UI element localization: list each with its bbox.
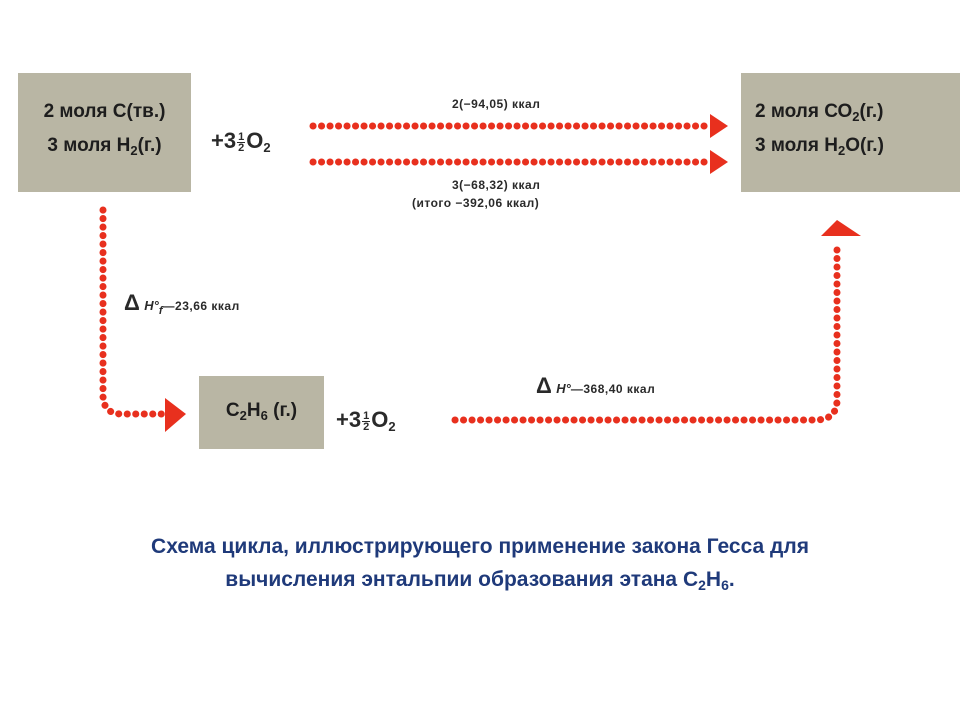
caption-line-1: Схема цикла, иллюстрирующего применение …: [151, 535, 809, 558]
enthalpy-symbol: H°: [144, 298, 159, 313]
oxygen-symbol: О: [246, 128, 264, 153]
oxygen-subscript: 2: [388, 419, 396, 434]
product-co2-subscript: 2: [852, 109, 860, 124]
ethane-state: (г.): [267, 400, 298, 421]
caption-hydrogen-subscript: 6: [721, 577, 729, 593]
label-combustion-enthalpy: Δ H°—368,40 ккал: [536, 373, 655, 399]
enthalpy-symbol: H°: [556, 381, 571, 396]
caption-period: .: [728, 568, 735, 591]
ethane-carbon-subscript: 2: [239, 408, 247, 423]
product-co2-state: (г.): [859, 101, 884, 122]
reactant-carbon-text: 2 моля С(тв.): [43, 101, 166, 122]
formation-value: —23,66 ккал: [162, 299, 240, 313]
ethane-formula: С2Н6 (г.): [199, 400, 324, 423]
label-h2o-enthalpy: 3(−68,32) ккал: [452, 178, 541, 192]
ethane-box: С2Н6 (г.): [199, 376, 324, 449]
delta-symbol: Δ: [124, 290, 140, 315]
fraction-denominator: 2: [238, 141, 245, 154]
oxygen-subscript: 2: [263, 140, 271, 155]
formation-subscript: f: [158, 305, 163, 317]
oxygen-prefix: +3: [211, 128, 237, 153]
product-co2-text: 2 моля СО: [755, 101, 853, 122]
caption-text: вычисления энтальпии образования этана С: [225, 568, 699, 591]
fraction-denominator: 2: [363, 420, 370, 433]
product-box: 2 моля СО2(г.) 3 моля Н2О(г.): [741, 73, 960, 192]
arrowhead-to-products: [821, 220, 861, 236]
arrowhead-bottom: [710, 150, 728, 174]
arrowhead-to-ethane: [165, 398, 186, 432]
reactant-line-carbon: 2 моля С(тв.): [18, 101, 191, 123]
reactant-hydrogen-text: 3 моля Н: [47, 135, 131, 156]
reactant-hydrogen-subscript: 2: [130, 143, 138, 158]
caption-carbon-subscript: 2: [698, 577, 706, 593]
oxygen-symbol: О: [371, 407, 389, 432]
label-formation-enthalpy: Δ H°f—23,66 ккал: [124, 290, 240, 317]
product-line-h2o: 3 моля Н2О(г.): [755, 135, 960, 158]
arrow-right-dotted-path: [451, 241, 841, 424]
reactant-line-hydrogen: 3 моля Н2(г.): [18, 135, 191, 158]
delta-symbol: Δ: [536, 373, 552, 398]
ethane-carbon: С: [225, 400, 240, 421]
product-h2o-text: 3 моля Н: [755, 135, 838, 156]
product-h2o-state: О(г.): [845, 135, 884, 156]
reactant-hydrogen-state: (г.): [137, 135, 162, 156]
arrow-left-dotted-path: [99, 206, 169, 418]
ethane-hydrogen-subscript: 6: [260, 408, 268, 423]
label-co2-enthalpy: 2(−94,05) ккал: [452, 97, 541, 111]
arrowhead-top: [710, 114, 728, 138]
caption-hydrogen: Н: [705, 568, 722, 591]
combustion-value: —368,40 ккал: [570, 382, 656, 396]
fraction-numerator: 1: [237, 130, 246, 143]
product-h2o-subscript: 2: [837, 143, 846, 158]
fraction-numerator: 1: [362, 409, 371, 422]
caption-line-2: вычисления энтальпии образования этана С…: [0, 563, 960, 602]
reactant-box: 2 моля С(тв.) 3 моля Н2(г.): [18, 73, 191, 192]
ethane-hydrogen: Н: [246, 400, 261, 421]
caption: Схема цикла, иллюстрирующего применение …: [0, 530, 960, 602]
oxygen-prefix: +3: [336, 407, 362, 432]
label-total-enthalpy: (итого −392,06 ккал): [412, 196, 540, 210]
product-line-co2: 2 моля СО2(г.): [755, 101, 960, 124]
